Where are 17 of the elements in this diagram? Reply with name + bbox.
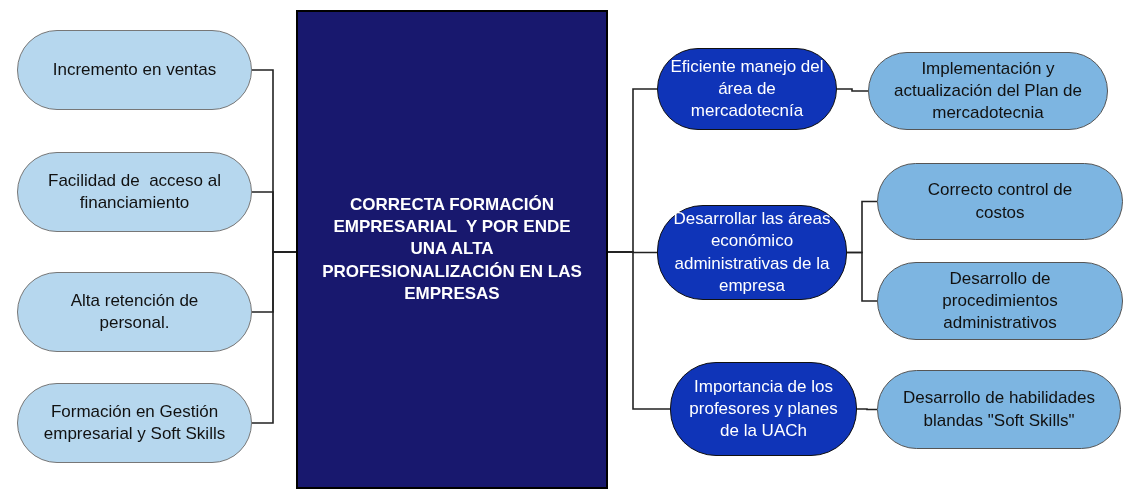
node-label: Desarrollar las áreas económico administrativas de la empresa <box>672 208 832 297</box>
node-label: Facilidad de acceso al financiamiento <box>47 169 222 214</box>
node-label: Desarrollo de procedimientos administrativos <box>941 267 1059 335</box>
node-label: Implementación y actualización del Plan de mercadotecnia <box>892 57 1084 125</box>
central-box <box>296 10 608 489</box>
node-label: Eficiente manejo del área de mercadotecnía <box>669 55 825 123</box>
node-label: Correcto control de costos <box>926 179 1074 224</box>
node-label: Importancia de los profesores y planes de la UACh <box>688 375 839 443</box>
connector-line <box>607 251 671 410</box>
connector-line <box>846 251 878 302</box>
node-label: Incremento en ventas <box>52 58 217 81</box>
node-label: Desarrollo de habilidades blandas "Soft Skills" <box>902 387 1096 432</box>
node-label: Alta retención de personal. <box>69 289 200 334</box>
connector-line <box>836 88 869 92</box>
connector-line <box>856 408 878 411</box>
node-label: CORRECTA FORMACIÓN EMPRESARIAL Y POR ENDE UNA ALTA PROFESIONALIZACIÓN EN LAS EMPRESAS <box>321 194 583 305</box>
node-label: Formación en Gestión empresarial y Soft Skills <box>42 400 227 445</box>
